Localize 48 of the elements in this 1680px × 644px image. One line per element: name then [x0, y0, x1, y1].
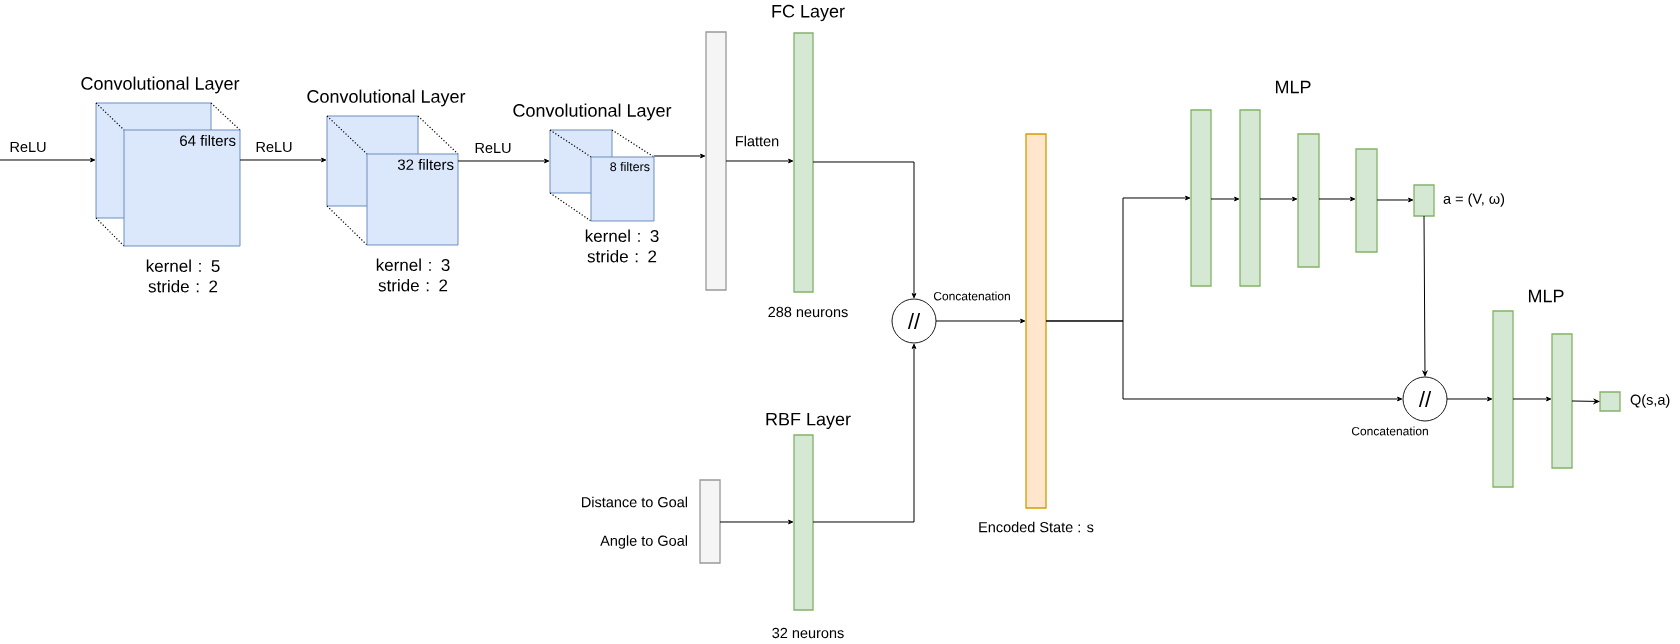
arrow [239, 157, 327, 163]
layer-caption: Angle to Goal [600, 535, 688, 549]
layer-caption: Concatenation [933, 291, 1010, 301]
layer-bar [705, 31, 727, 291]
arrow [1210, 196, 1240, 202]
layer-title: Convolutional Layer [513, 103, 672, 121]
arrow [1512, 396, 1552, 402]
layer-bar [1355, 148, 1378, 253]
arrow [1318, 196, 1356, 202]
layer-bar [1492, 310, 1514, 488]
layer-bar [1297, 133, 1320, 268]
edge-label: Flatten [733, 134, 781, 148]
layer-title: RBF Layer [766, 412, 851, 430]
arrow [719, 519, 794, 525]
layer-bar [1551, 333, 1573, 469]
layer-parameters: kernel : 3 stride : 2 [585, 229, 659, 263]
arrow [812, 161, 917, 299]
arrow [0, 157, 96, 163]
arrow [457, 158, 550, 164]
arrow [1422, 215, 1428, 377]
arrow [935, 318, 1026, 324]
arrow [1045, 320, 1403, 402]
layer-bar [1239, 109, 1261, 287]
arrow [1446, 396, 1493, 402]
edge-label: ReLU [8, 140, 48, 154]
group-title: MLP [1276, 80, 1311, 94]
layer-parameters: kernel : 3 stride : 2 [376, 258, 450, 292]
layer-parameters: kernel : 5 stride : 2 [146, 259, 220, 293]
layer-caption: 288 neurons [768, 306, 848, 318]
group-title: MLP [1529, 289, 1564, 303]
arrow [1376, 197, 1414, 203]
layer-caption: Distance to Goal [582, 496, 688, 508]
layer-caption: Concatenation [1351, 426, 1428, 436]
arrow [812, 343, 917, 523]
arrow [725, 158, 794, 164]
layer-title: Convolutional Layer [81, 76, 240, 94]
layer-bar [1190, 109, 1212, 287]
layer-caption: a = (V, ω) [1443, 193, 1505, 207]
arrow [653, 153, 706, 159]
layer-caption: 32 neurons [772, 627, 844, 639]
edge-label: ReLU [254, 140, 294, 154]
arrow [1571, 399, 1600, 404]
layer-title: Convolutional Layer [307, 89, 466, 107]
arrow [1259, 196, 1298, 202]
layer-caption: Q(s,a) [1630, 394, 1670, 408]
layer-caption: Encoded State : s [979, 521, 1094, 533]
edge-label: ReLU [473, 141, 513, 155]
layer-title: FC Layer [772, 4, 845, 22]
